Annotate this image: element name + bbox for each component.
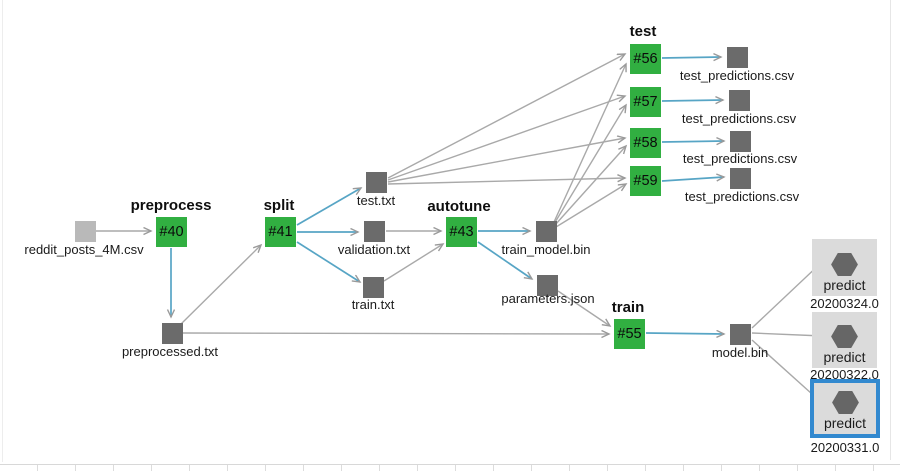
stage-node-55[interactable]: #55 bbox=[614, 319, 645, 349]
stage-node-41[interactable]: #41 bbox=[265, 217, 296, 247]
artifact-label-train-model-bin: train_model.bin bbox=[501, 242, 591, 257]
artifact-node-train-model-bin[interactable] bbox=[535, 220, 557, 242]
artifact-label-test-predictions-1: test_predictions.csv bbox=[679, 68, 795, 83]
artifact-node-test-predictions-4[interactable] bbox=[729, 167, 751, 189]
predict-node-20200322.0[interactable]: predict bbox=[812, 312, 877, 368]
panel-border-right bbox=[890, 0, 891, 460]
stage-node-59[interactable]: #59 bbox=[630, 166, 661, 196]
stage-node-43[interactable]: #43 bbox=[446, 217, 477, 247]
predict-label: predict bbox=[823, 415, 867, 431]
stage-group-label-train: train bbox=[611, 299, 645, 316]
edge-out-25 bbox=[661, 100, 723, 101]
artifact-node-model-bin[interactable] bbox=[729, 323, 751, 345]
artifact-label-train-txt: train.txt bbox=[351, 297, 395, 312]
artifact-node-test-predictions-3[interactable] bbox=[729, 130, 751, 152]
predict-node-20200331.0[interactable]: predict bbox=[810, 379, 880, 438]
stage-node-58[interactable]: #58 bbox=[630, 128, 661, 158]
edge-dep-7 bbox=[387, 96, 625, 181]
predict-node-20200324.0[interactable]: predict bbox=[812, 239, 877, 296]
stage-group-label-autotune: autotune bbox=[427, 198, 491, 215]
edge-dep-12 bbox=[554, 146, 626, 226]
edge-dep-2 bbox=[182, 333, 609, 334]
edge-out-27 bbox=[661, 177, 724, 182]
stage-node-57[interactable]: #57 bbox=[630, 87, 661, 117]
predict-label: predict bbox=[823, 277, 866, 293]
panel-border-left bbox=[2, 0, 3, 462]
predict-date-label-20200324.0: 20200324.0 bbox=[810, 296, 879, 311]
artifact-label-reddit-posts: reddit_posts_4M.csv bbox=[24, 242, 144, 257]
edge-out-23 bbox=[645, 333, 724, 334]
edge-out-26 bbox=[661, 141, 724, 142]
predict-date-label-20200322.0: 20200322.0 bbox=[810, 367, 879, 382]
edge-out-24 bbox=[661, 57, 721, 58]
artifact-label-test-predictions-2: test_predictions.csv bbox=[681, 111, 797, 126]
stage-node-40[interactable]: #40 bbox=[156, 217, 187, 247]
artifact-node-preprocessed-txt[interactable] bbox=[161, 322, 183, 344]
edge-dep-6 bbox=[387, 54, 625, 179]
artifact-node-test-predictions-2[interactable] bbox=[728, 89, 750, 111]
stage-group-label-test: test bbox=[629, 23, 657, 40]
edge-dep-1 bbox=[180, 245, 261, 325]
edge-dep-10 bbox=[553, 64, 626, 223]
artifact-node-parameters-json[interactable] bbox=[536, 274, 558, 296]
artifact-label-validation-txt: validation.txt bbox=[337, 242, 411, 257]
artifact-node-test-txt[interactable] bbox=[365, 171, 387, 193]
artifact-label-test-predictions-3: test_predictions.csv bbox=[682, 151, 798, 166]
predict-date-label-20200331.0: 20200331.0 bbox=[810, 440, 880, 455]
edge-dep-13 bbox=[555, 184, 626, 228]
table-edge-bottom bbox=[0, 464, 900, 471]
edge-dep-9 bbox=[387, 178, 625, 185]
artifact-label-model-bin: model.bin bbox=[711, 345, 769, 360]
artifact-label-parameters-json: parameters.json bbox=[501, 291, 595, 306]
artifact-node-train-txt[interactable] bbox=[362, 276, 384, 298]
edge-dep-11 bbox=[553, 105, 626, 225]
artifact-node-reddit-posts[interactable] bbox=[74, 220, 96, 242]
hexagon-icon bbox=[831, 253, 858, 276]
edge-dep-8 bbox=[387, 138, 625, 183]
artifact-label-test-predictions-4: test_predictions.csv bbox=[684, 189, 800, 204]
hexagon-icon bbox=[831, 391, 859, 414]
stage-group-label-split: split bbox=[263, 197, 295, 214]
edge-out-18 bbox=[296, 188, 361, 226]
hexagon-icon bbox=[831, 325, 858, 348]
stage-node-56[interactable]: #56 bbox=[630, 44, 661, 74]
artifact-label-preprocessed-txt: preprocessed.txt bbox=[121, 344, 219, 359]
stage-group-label-preprocess: preprocess bbox=[130, 197, 212, 214]
artifact-label-test-txt: test.txt bbox=[356, 193, 396, 208]
artifact-node-test-predictions-1[interactable] bbox=[726, 46, 748, 68]
artifact-node-validation-txt[interactable] bbox=[363, 220, 385, 242]
predict-label: predict bbox=[823, 349, 866, 365]
